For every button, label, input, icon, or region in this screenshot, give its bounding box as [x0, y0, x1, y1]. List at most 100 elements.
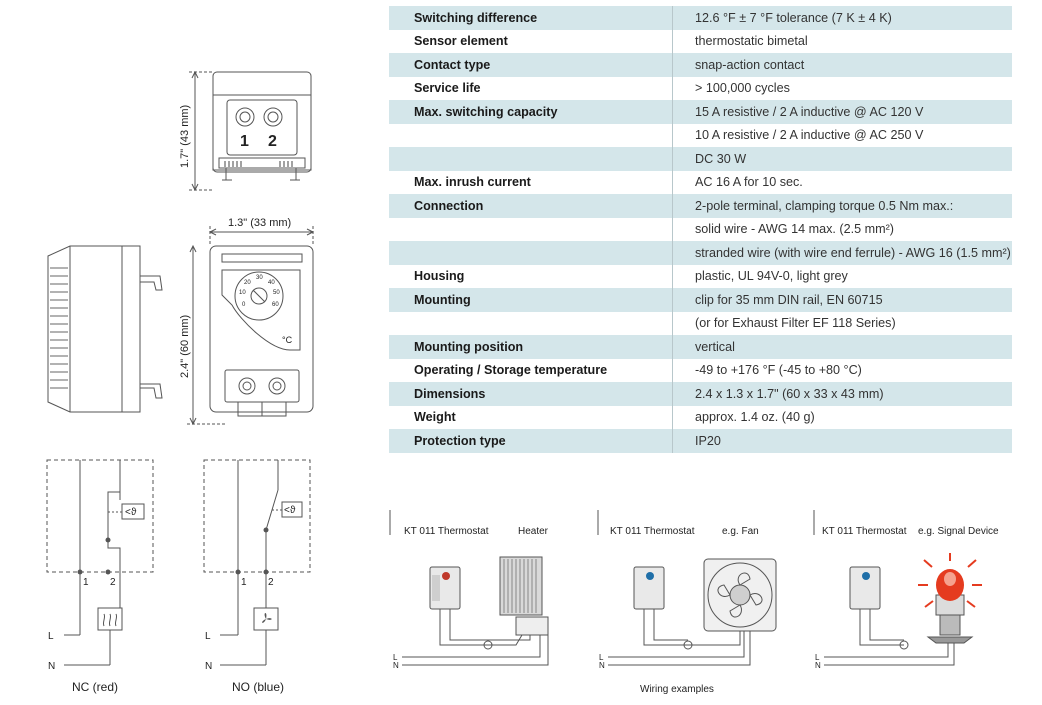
dial-30: 30: [256, 275, 263, 281]
dial-0: 0: [242, 302, 246, 308]
spec-key: [389, 147, 673, 171]
table-row: Service life> 100,000 cycles: [389, 76, 1012, 100]
dial-20: 20: [244, 280, 251, 286]
spec-value: 2-pole terminal, clamping torque 0.5 Nm …: [672, 194, 1012, 218]
spec-key: Contact type: [389, 53, 673, 77]
nc-pin-2: 2: [110, 577, 116, 588]
heater-symbol: [102, 613, 118, 627]
signal-thermostat-dial-icon: [862, 572, 870, 580]
dial-50: 50: [273, 290, 280, 296]
wiring-examples: KT 011 Thermostat Heater KT 011 Thermost…: [389, 510, 999, 695]
dimension-width: [208, 226, 315, 246]
table-row: Operating / Storage temperature-49 to +1…: [389, 358, 1012, 382]
wiring-example-heater: [402, 556, 549, 666]
spec-value: stranded wire (with wire end ferrule) - …: [672, 241, 1012, 265]
table-row: 10 A resistive / 2 A inductive @ AC 250 …: [389, 123, 1012, 147]
dial-60: 60: [272, 302, 279, 308]
unit-celsius: °C: [282, 335, 293, 345]
ex2-device-label: e.g. Fan: [722, 526, 759, 537]
nc-pin-1: 1: [83, 577, 89, 588]
nc-line-L: L: [48, 631, 54, 642]
table-row: DC 30 W: [389, 147, 1012, 171]
top-view-drawing: [212, 71, 312, 181]
spec-key: Dimensions: [389, 382, 673, 406]
nc-schematic: [46, 459, 154, 666]
spec-value: (or for Exhaust Filter EF 118 Series): [672, 311, 1012, 335]
spec-key: Sensor element: [389, 29, 673, 53]
spec-value: snap-action contact: [672, 53, 1012, 77]
spec-key: [389, 311, 673, 335]
dim-height-front-label: 2.4" (60 mm): [179, 315, 191, 378]
dial-40: 40: [268, 280, 275, 286]
ex3-thermostat-label: KT 011 Thermostat: [822, 526, 907, 537]
nc-sensor-symbol: <ϑ: [125, 507, 137, 518]
heater-thermostat-dial-icon: [442, 572, 450, 580]
spec-value: 10 A resistive / 2 A inductive @ AC 250 …: [672, 123, 1012, 147]
spec-key: Protection type: [389, 429, 673, 453]
no-line-N: N: [205, 661, 212, 672]
spec-key: Max. inrush current: [389, 170, 673, 194]
spec-value: clip for 35 mm DIN rail, EN 60715: [672, 288, 1012, 312]
table-row: stranded wire (with wire end ferrule) - …: [389, 241, 1012, 265]
ex1-N: N: [393, 661, 399, 670]
no-line-L: L: [205, 631, 211, 642]
ex1-L: L: [393, 653, 398, 662]
spec-key: [389, 241, 673, 265]
spec-key: Mounting position: [389, 335, 673, 359]
spec-key: Max. switching capacity: [389, 100, 673, 124]
side-view-drawing: [47, 245, 163, 413]
dimension-height-top: [189, 70, 213, 192]
wiring-example-fan: [597, 510, 777, 666]
spec-key: Mounting: [389, 288, 673, 312]
no-sensor-symbol: <ϑ: [284, 505, 296, 516]
nc-caption: NC (red): [72, 680, 118, 694]
spec-key: Service life: [389, 76, 673, 100]
spec-value: thermostatic bimetal: [672, 29, 1012, 53]
table-row: (or for Exhaust Filter EF 118 Series): [389, 311, 1012, 335]
no-pin-2: 2: [268, 577, 274, 588]
spec-value: solid wire - AWG 14 max. (2.5 mm²): [672, 217, 1012, 241]
spec-value: AC 16 A for 10 sec.: [672, 170, 1012, 194]
fan-thermostat-dial-icon: [646, 572, 654, 580]
ex3-device-label: e.g. Signal Device: [918, 526, 999, 537]
fan-symbol: [262, 612, 272, 623]
ex3-L: L: [815, 653, 820, 662]
dim-width-label: 1.3" (33 mm): [228, 217, 291, 229]
spec-value: approx. 1.4 oz. (40 g): [672, 405, 1012, 429]
dim-height-top-label: 1.7" (43 mm): [179, 105, 191, 168]
spec-key: Housing: [389, 264, 673, 288]
spec-value: 2.4 x 1.3 x 1.7" (60 x 33 x 43 mm): [672, 382, 1012, 406]
spec-value: 12.6 °F ± 7 °F tolerance (7 K ± 4 K): [672, 6, 1012, 30]
spec-key: Connection: [389, 194, 673, 218]
terminal-2-label: 2: [268, 133, 277, 150]
technical-drawings: 1.7" (43 mm) 1.3" (33 mm) 2.4" (60 mm) 1…: [46, 70, 315, 694]
dial-10: 10: [239, 290, 246, 296]
spec-value: 15 A resistive / 2 A inductive @ AC 120 …: [672, 100, 1012, 124]
ex2-N: N: [599, 661, 605, 670]
ex2-thermostat-label: KT 011 Thermostat: [610, 526, 695, 537]
dimension-height-front: [187, 244, 225, 426]
spec-key: Operating / Storage temperature: [389, 358, 673, 382]
spec-value: vertical: [672, 335, 1012, 359]
ex2-L: L: [599, 653, 604, 662]
signal-lamp-icon: [918, 553, 982, 608]
spec-key: Switching difference: [389, 6, 673, 30]
table-row: solid wire - AWG 14 max. (2.5 mm²): [389, 217, 1012, 241]
ex1-device-label: Heater: [518, 526, 549, 537]
spec-value: plastic, UL 94V-0, light grey: [672, 264, 1012, 288]
wiring-example-signal: [813, 510, 974, 666]
spec-key: [389, 217, 673, 241]
no-schematic: [203, 459, 311, 666]
ex1-thermostat-label: KT 011 Thermostat: [404, 526, 489, 537]
no-caption: NO (blue): [232, 680, 284, 694]
